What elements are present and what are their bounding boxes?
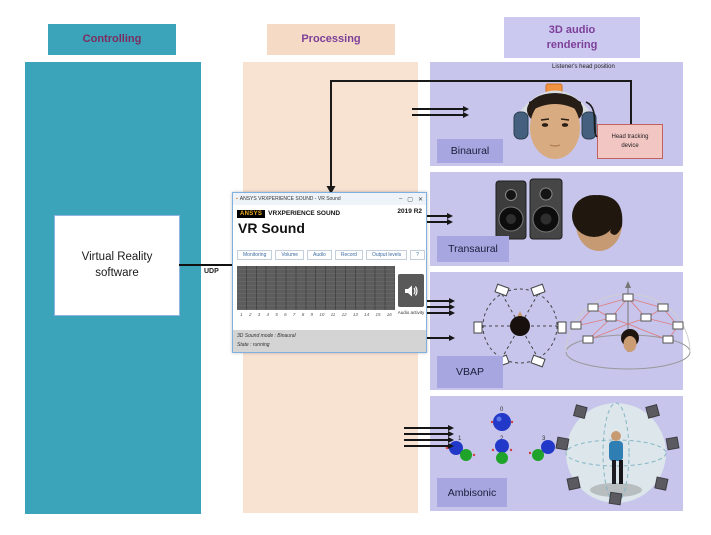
spherical-harmonics: 0 1 2 3 (445, 407, 559, 464)
brand-text: VRXPERIENCE SOUND (268, 210, 341, 217)
person-icon (611, 431, 621, 441)
toolbar-button-monitoring[interactable]: Monitoring (237, 250, 273, 260)
transaural-label: Transaural (437, 236, 509, 262)
dome-speakers-icon (570, 293, 684, 344)
toolbar-button-output-levels[interactable]: Output levels (365, 250, 408, 260)
earcup-left-icon (513, 111, 529, 140)
binaural-arrow (412, 106, 469, 112)
channel-number: 12 (341, 312, 347, 317)
ambisonic-label: Ambisonic (437, 478, 507, 507)
udp-connection-line (179, 264, 233, 266)
binaural-label: Binaural (437, 139, 503, 163)
toolbar-button-volume[interactable]: Volume (275, 250, 305, 260)
order-1-label: 1 (458, 436, 462, 442)
head-tracking-device-box: Head tracking device (597, 124, 663, 159)
ambisonic-sphere (555, 402, 680, 506)
transaural-speakers-illustration (495, 178, 623, 251)
window-title: ANSYS VRXPERIENCE SOUND - VR Sound (239, 196, 341, 202)
brand-row: ANSYS VRXPERIENCE SOUND 2019 R2 (237, 207, 422, 220)
channel-number: 16 (386, 312, 392, 317)
vr-sound-window: ▪ ANSYS VRXPERIENCE SOUND - VR Sound – ▢… (232, 192, 427, 353)
vbap-arrow (408, 310, 455, 316)
channel-number: 13 (352, 312, 358, 317)
channel-number: 3 (257, 312, 261, 317)
maximize-button[interactable]: ▢ (407, 196, 413, 203)
vbap-arrow (408, 304, 455, 310)
ansys-logo: ANSYS (237, 209, 266, 218)
speaker-icon (404, 285, 418, 296)
virtual-reality-software-box: Virtual Reality software (54, 215, 180, 316)
listener-head-position-label: Listener's head position (552, 64, 615, 70)
toolbar-button-audio[interactable]: Audio (307, 250, 332, 260)
channel-number: 1 (240, 312, 243, 317)
listener-dome-head-icon (623, 336, 637, 352)
ambisonic-arrow (404, 425, 454, 431)
channel-number: 10 (319, 312, 325, 317)
ambisonic-arrow (404, 437, 454, 443)
channel-number: 11 (330, 312, 336, 317)
transaural-arrow (416, 219, 453, 225)
status-state: State : running (237, 342, 270, 348)
header-3d-audio-rendering: 3D audio rendering (504, 17, 640, 58)
vbap-speaker-rings-illustration (473, 281, 691, 370)
toolbar-button-[interactable]: ? (410, 250, 425, 260)
order-0-label: 0 (500, 407, 504, 413)
ambisonic-arrow (404, 431, 454, 437)
channel-number: 2 (248, 312, 252, 317)
channel-number: 6 (284, 312, 287, 317)
audio-activity-button[interactable] (398, 274, 424, 307)
header-processing: Processing (267, 24, 395, 55)
ambisonic-arrow (404, 443, 454, 449)
channel-meters (237, 266, 395, 310)
minimize-button[interactable]: – (398, 196, 403, 202)
listener-top-view-icon (510, 316, 530, 336)
binaural-arrow (412, 112, 469, 118)
ambisonic-illustration: 0 1 2 3 (445, 402, 680, 506)
header-controlling: Controlling (48, 24, 176, 55)
window-heading: VR Sound (238, 220, 305, 236)
binaural-headphones-illustration (513, 83, 597, 159)
sphere-speakers-icon (555, 404, 680, 506)
vbap-arrow (408, 298, 455, 304)
vbap-label: VBAP (437, 356, 503, 388)
version-text: 2019 R2 (397, 208, 422, 215)
toolbar-button-record[interactable]: Record (334, 250, 363, 260)
channel-number: 9 (310, 312, 314, 317)
earcup-right-icon (581, 111, 597, 140)
transaural-arrow (416, 213, 453, 219)
channel-number: 14 (364, 312, 370, 317)
channel-number: 7 (292, 312, 296, 317)
app-icon: ▪ (236, 196, 238, 202)
channel-number: 4 (266, 312, 270, 317)
order-3-label: 3 (542, 436, 546, 442)
channel-number: 5 (275, 312, 278, 317)
status-area: 3D Sound mode : Binaural State : running (233, 330, 426, 352)
window-titlebar[interactable]: ▪ ANSYS VRXPERIENCE SOUND - VR Sound (233, 193, 426, 205)
channel-number: 8 (301, 312, 305, 317)
status-sound-mode: 3D Sound mode : Binaural (237, 333, 296, 339)
vbap-single-arrow (420, 335, 455, 341)
udp-label: UDP (204, 268, 219, 275)
close-button[interactable]: ✕ (417, 196, 423, 203)
audio-activity-label: Audio activity (397, 310, 425, 315)
channel-number: 15 (375, 312, 381, 317)
